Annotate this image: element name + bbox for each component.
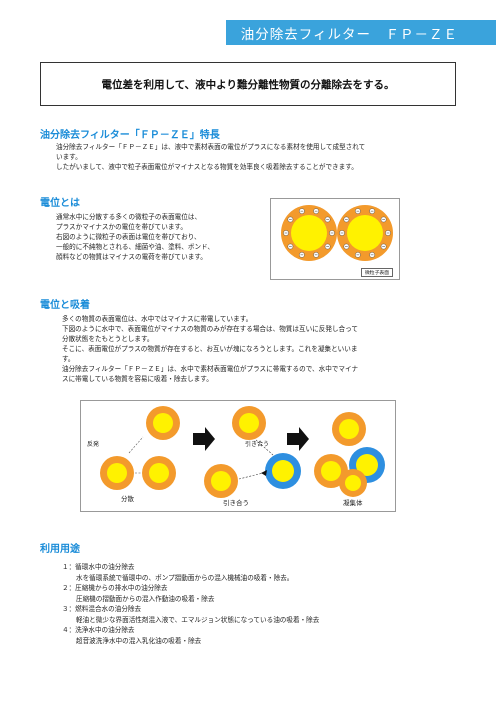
feature-line: したがいまして、液中で粒子表面電位がマイナスとなる物質を効率良く吸着除去すること… (56, 163, 358, 171)
particle (232, 406, 266, 440)
attract-line (255, 439, 274, 456)
potential-line: プラスかマイナスかの電位を帯びています。 (56, 223, 187, 231)
feature-text: 油分除去フィルター「ＦＰ－ＺＥ」は、液中で素材表面の電位がプラスになる素材を使用… (56, 142, 365, 172)
adsorption-text: 多くの物質の表面電位は、水中ではマイナスに帯電しています。 下図のように水中で、… (62, 314, 358, 384)
list-item: ３：燃料混合水の油分除去 軽油と微少な界面活性剤混入液で、エマルジョン状態になっ… (62, 604, 319, 625)
uses-heading: 利用用途 (40, 544, 80, 555)
list-item: １：循環水中の油分除去 水を循環系統で循環中の、ポンプ摺動面からの混入機械油の吸… (62, 562, 319, 583)
potential-line: 通常水中に分散する多くの微粒子の表面電位は、 (56, 213, 202, 221)
tagline: 電位差を利用して、液中より難分離性物質の分離除去をする。 (101, 79, 395, 91)
use-title: ４：洗浄水中の油分除去 (62, 626, 135, 634)
feature-line: います。 (56, 153, 82, 161)
adsorption-line: 油分除去フィルター「ＦＰ－ＺＥ」は、水中で素材表面電位がプラスに帯電するので、水… (62, 365, 359, 373)
arrowhead-icon (261, 470, 267, 476)
particle-surface-diagram: 微粒子表面 (270, 198, 400, 280)
attraction-label: 引き合う (223, 499, 249, 507)
adsorption-diagram: 反発 引き合う 分散 引き合う 凝集体 (80, 400, 396, 512)
adsorption-line: そこに、表面電位がプラスの物質が存在すると、お互いが塊になろうとします。これを凝… (62, 345, 358, 353)
particle (281, 205, 337, 261)
use-desc: 軽油と微少な界面活性剤混入液で、エマルジョン状態になっている油の吸着・除去 (76, 615, 320, 624)
repel-label: 反発 (87, 441, 100, 448)
page-title: 油分除去フィルター ＦＰ－ＺＥ (240, 27, 458, 43)
list-item: ２：圧縮機からの排水中の油分除去 圧縮機の摺動面からの混入作動油の吸着・除去 (62, 583, 319, 604)
list-item: ４：洗浄水中の油分除去 超音波洗浄水中の混入乳化油の吸着・除去 (62, 625, 319, 646)
particle (204, 464, 238, 498)
arrow-right-icon (193, 427, 215, 451)
particle (100, 456, 134, 490)
potential-line: 一般的に不純物とされる、細菌や油、塗料、ボンド、 (56, 243, 214, 251)
particle-surface-label: 微粒子表面 (361, 268, 393, 277)
particle (146, 406, 180, 440)
attract-top-label: 引き合う (245, 441, 270, 448)
particle-surface-svg (281, 205, 393, 261)
adsorption-heading: 電位と吸着 (40, 300, 90, 311)
adsorption-svg (100, 406, 385, 498)
adsorption-line: スに帯電している物質を容易に吸着・除去します。 (62, 375, 213, 383)
use-title: １：循環水中の油分除去 (62, 563, 135, 571)
repel-line (128, 436, 144, 454)
adsorption-line: す。 (62, 355, 75, 363)
use-title: ３：燃料混合水の油分除去 (62, 605, 142, 613)
adsorption-line: 下図のように水中で、表面電位がマイナスの物質のみが存在する場合は、物質は互いに反… (62, 325, 358, 333)
positive-particle (349, 447, 385, 483)
feature-line: 油分除去フィルター「ＦＰ－ＺＥ」は、液中で素材表面の電位がプラスになる素材を使用… (56, 143, 366, 151)
adsorption-line: 多くの物質の表面電位は、水中ではマイナスに帯電しています。 (62, 315, 253, 323)
particle (337, 205, 393, 261)
potential-line: 右図のように微粒子の表面は電位を帯びており、 (56, 233, 201, 241)
use-desc: 水を循環系統で循環中の、ポンプ摺動面からの混入機械油の吸着・除去。 (76, 573, 294, 582)
adsorption-line: 分散状態をたもとうとします。 (62, 335, 154, 343)
tagline-box: 電位差を利用して、液中より難分離性物質の分離除去をする。 (40, 62, 456, 106)
positive-particle (265, 453, 301, 489)
use-title: ２：圧縮機からの排水中の油分除去 (62, 584, 168, 592)
dispersion-label: 分散 (121, 495, 134, 503)
potential-text: 通常水中に分散する多くの微粒子の表面電位は、 プラスかマイナスかの電位を帯びてい… (56, 212, 214, 262)
potential-heading: 電位とは (40, 198, 80, 209)
particle (339, 469, 367, 497)
use-desc: 圧縮機の摺動面からの混入作動油の吸着・除去 (76, 594, 215, 603)
aggregate-label: 凝集体 (343, 499, 363, 507)
uses-list: １：循環水中の油分除去 水を循環系統で循環中の、ポンプ摺動面からの混入機械油の吸… (62, 562, 319, 646)
arrow-right-icon (287, 427, 309, 451)
feature-heading: 油分除去フィルター「ＦＰ－ＺＥ」特長 (40, 130, 220, 141)
use-desc: 超音波洗浄水中の混入乳化油の吸着・除去 (76, 636, 202, 645)
potential-line: 顔料などの物質はマイナスの電荷を帯びています。 (56, 253, 207, 261)
header-bar: 油分除去フィルター ＦＰ－ＺＥ (226, 20, 496, 45)
particle (332, 412, 366, 446)
attract-line (238, 472, 264, 480)
particle (142, 456, 176, 490)
